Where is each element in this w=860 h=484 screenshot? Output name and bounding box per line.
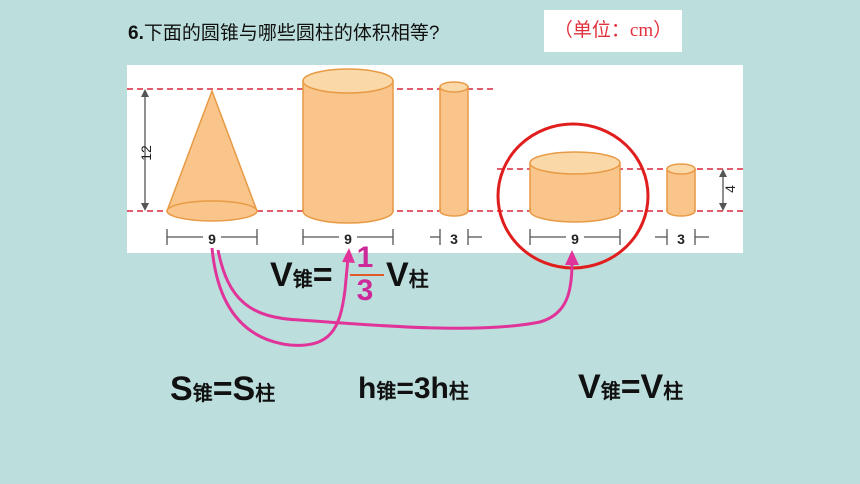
volume-cone-sub: 锥 xyxy=(600,381,621,403)
equals-sign: = xyxy=(312,256,333,294)
cylinder-thin-short xyxy=(666,163,696,217)
cylinder-wide-short xyxy=(529,151,621,223)
fraction-numerator: 1 xyxy=(356,241,374,274)
h-symbol: h xyxy=(358,372,377,405)
volume-equals: =V xyxy=(620,368,664,406)
one-third-fraction: 1 3 xyxy=(350,241,384,307)
question-title: 6.下面的圆锥与哪些圆柱的体积相等? xyxy=(128,18,439,45)
cylinder-thin-tall xyxy=(439,81,469,217)
volume-equal-formula: V锥=V柱 xyxy=(578,368,683,407)
cylinder-2-diameter-label: 3 xyxy=(450,231,458,247)
question-number: 6. xyxy=(128,23,144,44)
cylinder-3-diameter-label: 9 xyxy=(571,231,579,247)
cylinder-sub: 柱 xyxy=(408,269,429,291)
cone-shape xyxy=(165,88,259,222)
base-cylinder-sub: 柱 xyxy=(255,383,276,405)
base-cone-sub: 锥 xyxy=(192,383,213,405)
height-cone-sub: 锥 xyxy=(376,381,397,403)
cone-volume-formula: V锥= xyxy=(270,256,333,295)
cone-height-label: 12 xyxy=(138,145,154,161)
base-equals: =S xyxy=(212,370,256,408)
cylinder-1-diameter-label: 9 xyxy=(344,231,352,247)
cone-sub: 锥 xyxy=(292,269,313,291)
cylinder-volume-term: V柱 xyxy=(386,256,429,295)
height-formula: h锥=3h柱 xyxy=(358,372,469,406)
s-symbol: S xyxy=(170,370,193,408)
fraction-denominator: 3 xyxy=(356,274,374,307)
height-equals: =3h xyxy=(396,372,449,405)
volume-cylinder-sub: 柱 xyxy=(663,381,684,403)
base-area-formula: S锥=S柱 xyxy=(170,370,275,409)
cone-diameter-label: 9 xyxy=(208,231,216,247)
fraction-bar xyxy=(350,274,384,276)
v-symbol: V xyxy=(270,256,293,294)
v-symbol-cylinder: V xyxy=(386,256,409,294)
cylinder-4-diameter-label: 3 xyxy=(677,231,685,247)
shapes-figure: 12 xyxy=(127,65,743,253)
small-cylinder-height-label: 4 xyxy=(722,185,738,193)
shapes-diagram: 12 xyxy=(127,68,743,247)
unit-note: （单位：cm） xyxy=(544,10,682,52)
cylinder-wide-tall xyxy=(302,68,394,224)
question-text: 下面的圆锥与哪些圆柱的体积相等? xyxy=(143,23,440,44)
volume-v-symbol: V xyxy=(578,368,601,406)
height-cylinder-sub: 柱 xyxy=(448,381,469,403)
